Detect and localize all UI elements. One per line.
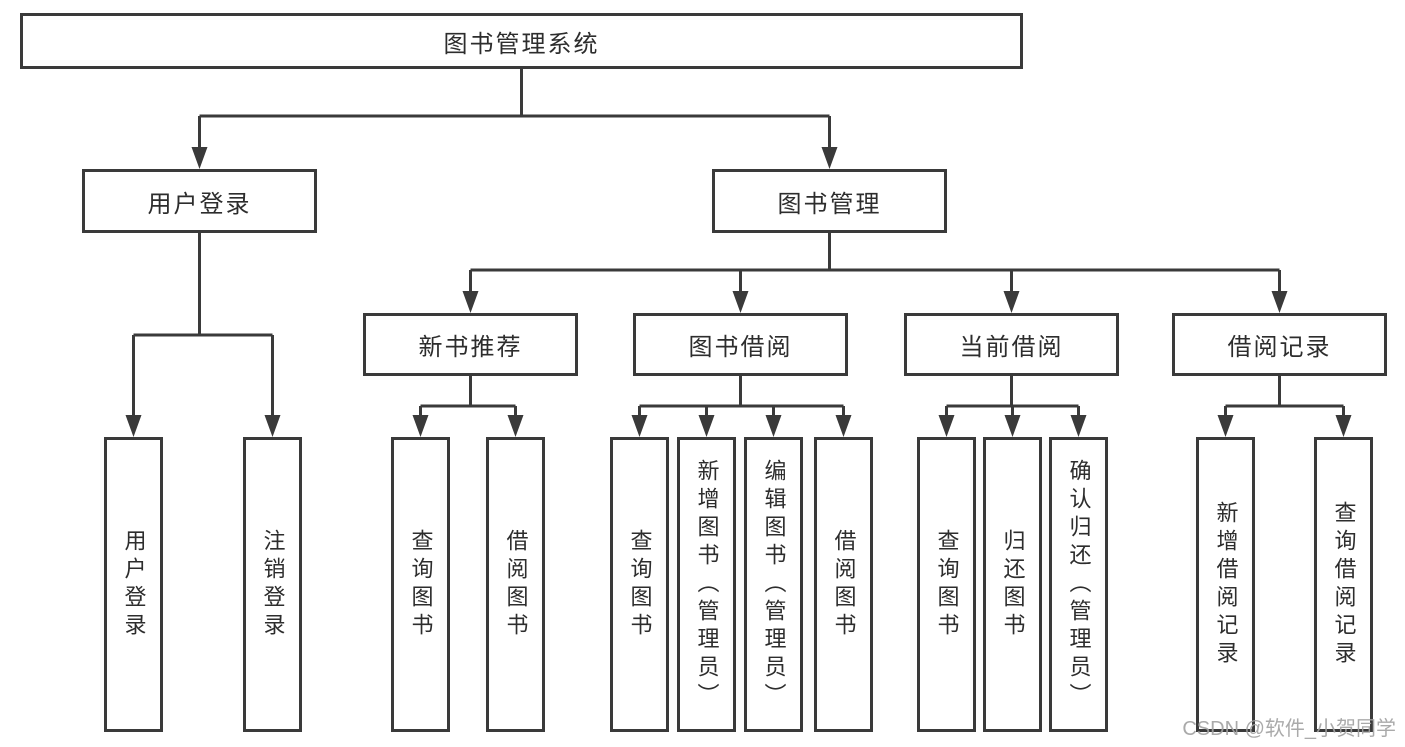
leaf-borrow-books-recommend-label: 借阅图书 [503,528,529,641]
leaf-user-login: 用户登录 [104,437,163,732]
node-user-login-label: 用户登录 [147,190,252,218]
node-book-borrowing-label: 图书借阅 [688,334,793,361]
leaf-add-book-admin: 新增图书（管理员） [677,437,736,732]
node-root-system: 图书管理系统 [20,13,1023,69]
leaf-borrow-books-borrowing-label: 借阅图书 [831,528,857,641]
node-book-borrowing: 图书借阅 [633,313,848,376]
node-new-book-recommend-label: 新书推荐 [418,334,523,361]
leaf-logout-label: 注销登录 [260,528,286,641]
node-user-login: 用户登录 [82,169,317,233]
node-current-borrowing-label: 当前借阅 [959,334,1064,361]
node-book-management: 图书管理 [712,169,947,233]
leaf-borrow-books-recommend: 借阅图书 [486,437,545,732]
node-borrowing-records: 借阅记录 [1172,313,1387,376]
leaf-edit-book-admin: 编辑图书（管理员） [744,437,803,732]
csdn-watermark: CSDN @软件_小贺同学 [1182,718,1396,740]
leaf-query-books-current: 查询图书 [917,437,976,732]
leaf-query-borrow-record: 查询借阅记录 [1314,437,1373,732]
node-current-borrowing: 当前借阅 [904,313,1119,376]
leaf-user-login-label: 用户登录 [121,528,147,641]
leaf-query-books-current-label: 查询图书 [934,528,960,641]
leaf-query-borrow-record-label: 查询借阅记录 [1331,500,1357,669]
leaf-confirm-return-admin: 确认归还（管理员） [1049,437,1108,732]
leaf-borrow-books-borrowing: 借阅图书 [814,437,873,732]
node-new-book-recommend: 新书推荐 [363,313,578,376]
leaf-add-borrow-record-label: 新增借阅记录 [1213,500,1239,669]
node-borrowing-records-label: 借阅记录 [1227,334,1332,361]
leaf-return-book-label: 归还图书 [1000,528,1026,641]
leaf-confirm-return-admin-label: 确认归还（管理员） [1066,458,1092,711]
node-root-system-label: 图书管理系统 [443,30,600,58]
node-book-management-label: 图书管理 [777,190,882,218]
leaf-return-book: 归还图书 [983,437,1042,732]
leaf-query-books-borrowing-label: 查询图书 [627,528,653,641]
leaf-edit-book-admin-label: 编辑图书（管理员） [761,458,787,711]
leaf-query-books-recommend-label: 查询图书 [408,528,434,641]
leaf-add-borrow-record: 新增借阅记录 [1196,437,1255,732]
leaf-logout: 注销登录 [243,437,302,732]
leaf-query-books-borrowing: 查询图书 [610,437,669,732]
leaf-query-books-recommend: 查询图书 [391,437,450,732]
leaf-add-book-admin-label: 新增图书（管理员） [694,458,720,711]
